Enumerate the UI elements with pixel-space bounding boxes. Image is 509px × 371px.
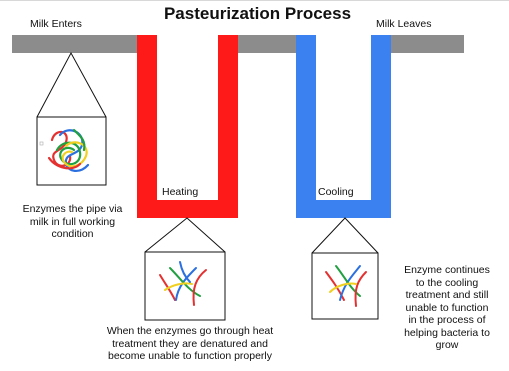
caption-line: grow — [435, 339, 459, 351]
inlet-pipe — [12, 35, 148, 53]
caption-line: become unable to function properly — [107, 350, 273, 362]
enzymes-enter-caption: Enzymes the pipe via milk in full workin… — [10, 203, 135, 241]
zoom-lines-heat — [144, 217, 226, 253]
caption-line: milk in full working — [29, 215, 116, 228]
caption-line: in the process of — [408, 314, 486, 326]
top-edge-line — [0, 0, 509, 1]
zoom-lines-enter — [36, 51, 107, 118]
heat-treatment-caption: When the enzymes go through heat treatme… — [95, 325, 285, 363]
caption-line: Enzyme continues — [404, 264, 490, 276]
diagram-title: Pasteurization Process — [163, 4, 352, 23]
milk-leaves-label: Milk Leaves — [376, 18, 432, 30]
cooling-treatment-caption: Enzyme continues to the cooling treatmen… — [392, 264, 502, 352]
caption-line: to the cooling — [415, 276, 479, 289]
tangled-enzymes — [47, 128, 90, 172]
caption-line: helping bacteria to — [404, 326, 490, 339]
outlet-pipe — [372, 35, 464, 53]
caption-line: treatment and still — [405, 289, 489, 301]
caption-line: condition — [51, 228, 94, 240]
milk-enters-label: Milk Enters — [30, 18, 82, 30]
caption-line: unable to function — [405, 301, 489, 314]
cooling-label: Cooling — [318, 186, 354, 198]
denatured-enzymes-heat — [159, 261, 207, 306]
denatured-enzymes-cool — [325, 265, 367, 307]
middle-pipe — [218, 35, 310, 53]
caption-line: When the enzymes go through heat — [106, 325, 274, 337]
zoom-box-heat — [144, 251, 226, 321]
caption-line: treatment they are denatured and — [112, 337, 268, 350]
zoom-lines-cool — [311, 217, 379, 254]
heating-label: Heating — [162, 186, 199, 198]
tiny-square-mark — [39, 141, 44, 146]
heating-u-pipe — [137, 35, 238, 218]
cooling-u-pipe — [296, 35, 391, 218]
caption-line: Enzymes the pipe via — [22, 203, 123, 215]
